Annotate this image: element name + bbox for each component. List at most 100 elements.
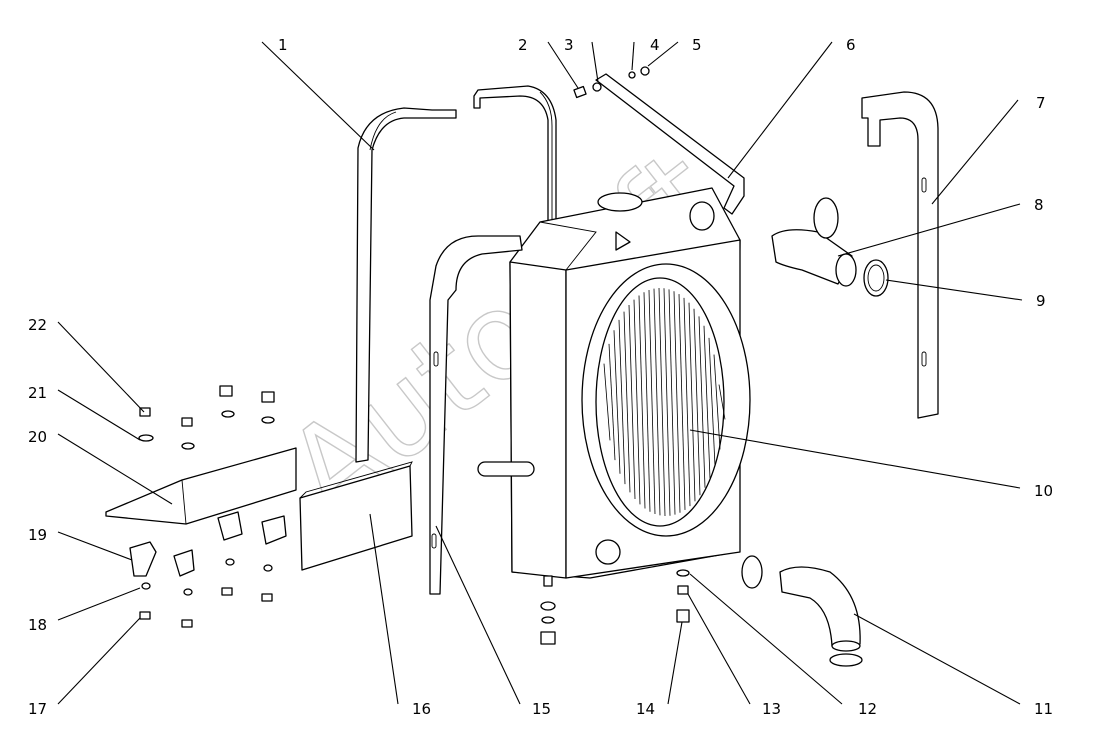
callout-17: 17 bbox=[28, 700, 47, 718]
leader-18 bbox=[57, 587, 141, 621]
leader-10 bbox=[689, 429, 1021, 489]
leader-2 bbox=[547, 41, 579, 89]
callout-22: 22 bbox=[28, 316, 47, 334]
callout-20: 20 bbox=[28, 428, 47, 446]
fin-line bbox=[688, 302, 696, 502]
callout-10: 10 bbox=[1034, 482, 1053, 500]
fin-line bbox=[693, 308, 701, 496]
hose-clamp-lower-1 bbox=[741, 555, 763, 589]
fin-line bbox=[613, 330, 621, 474]
leader-20 bbox=[57, 433, 173, 505]
part-20-plate bbox=[105, 447, 297, 525]
leader-11 bbox=[853, 613, 1021, 705]
washer-12 bbox=[676, 569, 690, 577]
callout-7: 7 bbox=[1036, 94, 1046, 112]
upper-outlet bbox=[689, 201, 715, 231]
part-11-lower-hose bbox=[741, 555, 863, 667]
part-15-strip bbox=[429, 235, 523, 595]
part-1-strip bbox=[355, 107, 457, 463]
leader-1 bbox=[261, 41, 375, 151]
leader-4 bbox=[631, 41, 635, 71]
fin-line bbox=[663, 288, 671, 516]
callout-18: 18 bbox=[28, 616, 47, 634]
part-6-stay bbox=[595, 73, 745, 215]
callout-8: 8 bbox=[1034, 196, 1044, 214]
fin-line bbox=[633, 299, 641, 505]
callout-12: 12 bbox=[858, 700, 877, 718]
fin-line bbox=[623, 311, 631, 493]
nut-5 bbox=[640, 66, 650, 76]
leader-6 bbox=[727, 41, 833, 179]
bolt-2 bbox=[573, 85, 587, 99]
fin-line bbox=[603, 363, 611, 441]
leader-14 bbox=[667, 621, 683, 705]
fin-line bbox=[658, 288, 666, 516]
washer-3 bbox=[592, 82, 602, 92]
fin-line bbox=[608, 343, 616, 461]
leader-3 bbox=[591, 41, 599, 83]
nut-14 bbox=[676, 609, 690, 623]
fin-line bbox=[718, 384, 726, 420]
leader-21 bbox=[57, 389, 141, 441]
callout-9: 9 bbox=[1036, 292, 1046, 310]
fin-line bbox=[683, 297, 691, 507]
fin-line bbox=[648, 289, 656, 515]
part-7-strip bbox=[861, 91, 939, 419]
callout-labels: 1 2 3 4 5 6 7 8 9 10 11 12 13 14 15 16 1… bbox=[28, 36, 1053, 718]
side-slot-bracket bbox=[477, 461, 535, 477]
fin-line bbox=[628, 304, 636, 500]
leader-7 bbox=[931, 99, 1019, 205]
leader-17 bbox=[57, 617, 141, 705]
callout-15: 15 bbox=[532, 700, 551, 718]
fin-line bbox=[678, 294, 686, 510]
hose-clamp-lower-2 bbox=[829, 653, 863, 667]
lower-fasteners bbox=[540, 601, 556, 645]
callout-2: 2 bbox=[518, 36, 528, 54]
leader-19 bbox=[57, 531, 133, 561]
hose-clamp-top bbox=[813, 197, 839, 239]
part-9-clamp bbox=[863, 259, 889, 297]
part-8-upper-hose bbox=[771, 197, 857, 287]
callout-13: 13 bbox=[762, 700, 781, 718]
leader-16 bbox=[369, 513, 399, 705]
fin-line bbox=[618, 319, 626, 485]
callout-4: 4 bbox=[650, 36, 660, 54]
callout-5: 5 bbox=[692, 36, 702, 54]
leader-12 bbox=[689, 573, 843, 705]
lower-outlet bbox=[595, 539, 621, 565]
left-fasteners bbox=[138, 385, 275, 628]
parts-12-14 bbox=[676, 569, 690, 623]
core-fins bbox=[603, 288, 726, 516]
fin-line bbox=[708, 337, 716, 467]
fin-line bbox=[638, 295, 646, 509]
callout-21: 21 bbox=[28, 384, 47, 402]
part-10-shroud bbox=[581, 263, 751, 537]
callout-19: 19 bbox=[28, 526, 47, 544]
top-right-strip bbox=[473, 85, 557, 229]
leader-5 bbox=[647, 41, 679, 67]
leader-lines bbox=[57, 41, 1023, 705]
fin-line bbox=[668, 289, 676, 515]
fin-line bbox=[713, 354, 721, 450]
callout-14: 14 bbox=[636, 700, 655, 718]
filler-cap bbox=[597, 192, 643, 212]
leader-22 bbox=[57, 321, 145, 413]
leader-9 bbox=[885, 279, 1023, 301]
washer-13 bbox=[677, 585, 689, 595]
fin-line bbox=[653, 288, 661, 516]
top-mark bbox=[615, 231, 631, 251]
callout-1: 1 bbox=[278, 36, 288, 54]
top-fasteners bbox=[573, 66, 650, 99]
leader-8 bbox=[837, 203, 1021, 257]
callout-6: 6 bbox=[846, 36, 856, 54]
callout-16: 16 bbox=[412, 700, 431, 718]
fin-line bbox=[703, 325, 711, 479]
fin-line bbox=[698, 316, 706, 488]
washer-4 bbox=[628, 71, 636, 79]
part-19-brackets bbox=[129, 511, 287, 577]
fin-line bbox=[673, 291, 681, 513]
leader-15 bbox=[435, 525, 521, 705]
callout-11: 11 bbox=[1034, 700, 1053, 718]
